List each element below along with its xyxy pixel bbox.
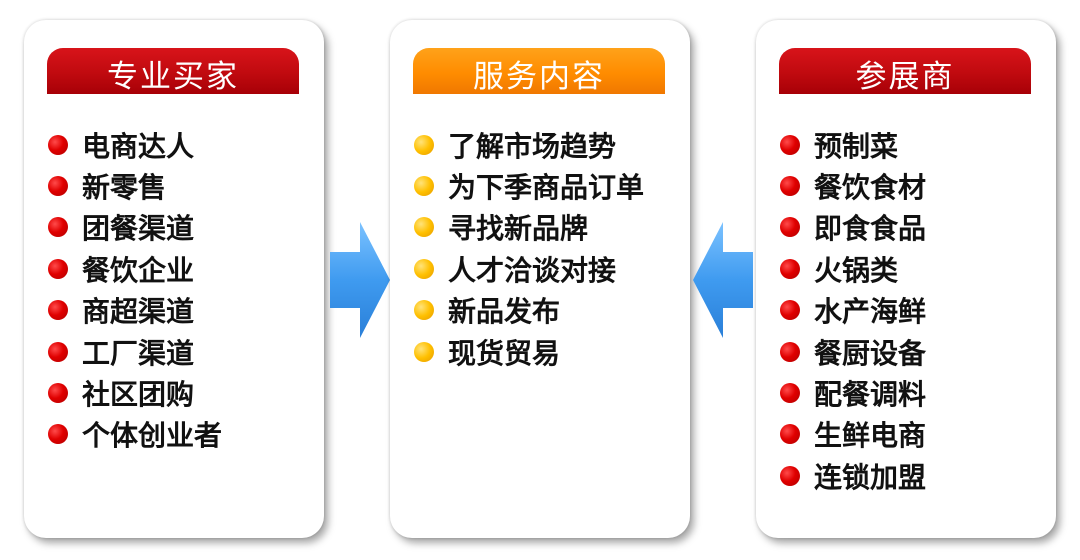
bullet-red-icon: [780, 134, 800, 155]
bullet-red-icon: [780, 383, 800, 404]
buyers-card: 专业买家 电商达人 新零售 团餐渠道 餐饮企业 商超渠道 工厂渠道 社区团购 个…: [24, 20, 324, 538]
bullet-red-icon: [48, 176, 68, 197]
list-item: 水产海鲜: [780, 290, 926, 331]
list-item-label: 餐厨设备: [814, 336, 927, 370]
bullet-red-icon: [48, 341, 68, 362]
list-item-label: 寻找新品牌: [448, 212, 589, 246]
exhibitors-card: 参展商 预制菜 餐饮食材 即食食品 火锅类 水产海鲜 餐厨设备 配餐调料 生鲜电…: [756, 20, 1056, 538]
list-item-label: 工厂渠道: [82, 336, 195, 370]
list-item-label: 新品发布: [448, 295, 561, 329]
list-item: 社区团购: [48, 372, 222, 413]
buyers-list: 电商达人 新零售 团餐渠道 餐饮企业 商超渠道 工厂渠道 社区团购 个体创业者: [48, 124, 222, 455]
list-item-label: 餐饮企业: [82, 253, 195, 287]
bullet-red-icon: [48, 258, 68, 279]
list-item-label: 了解市场趋势: [448, 129, 617, 163]
list-item: 现货贸易: [414, 331, 644, 372]
bullet-red-icon: [780, 465, 800, 486]
bullet-gold-icon: [414, 341, 434, 362]
list-item: 人才洽谈对接: [414, 248, 644, 289]
services-list: 了解市场趋势 为下季商品订单 寻找新品牌 人才洽谈对接 新品发布 现货贸易: [414, 124, 644, 372]
list-item: 连锁加盟: [780, 455, 926, 496]
exhibitors-title: 参展商: [779, 48, 1031, 95]
list-item: 火锅类: [780, 248, 926, 289]
bullet-gold-icon: [414, 134, 434, 155]
list-item: 餐厨设备: [780, 331, 926, 372]
services-card: 服务内容 了解市场趋势 为下季商品订单 寻找新品牌 人才洽谈对接 新品发布 现货…: [390, 20, 690, 538]
list-item: 团餐渠道: [48, 207, 222, 248]
bullet-gold-icon: [414, 300, 434, 321]
bullet-red-icon: [780, 300, 800, 321]
buyers-title: 专业买家: [47, 48, 299, 95]
list-item: 了解市场趋势: [414, 124, 644, 165]
list-item-label: 餐饮食材: [814, 171, 927, 205]
list-item-label: 现货贸易: [448, 336, 561, 370]
bullet-red-icon: [48, 300, 68, 321]
list-item: 商超渠道: [48, 290, 222, 331]
bullet-red-icon: [780, 341, 800, 362]
list-item-label: 即食食品: [814, 212, 927, 246]
list-item: 电商达人: [48, 124, 222, 165]
list-item-label: 团餐渠道: [82, 212, 195, 246]
bullet-red-icon: [48, 383, 68, 404]
bullet-red-icon: [780, 176, 800, 197]
list-item: 新品发布: [414, 290, 644, 331]
list-item: 寻找新品牌: [414, 207, 644, 248]
list-item: 配餐调料: [780, 372, 926, 413]
list-item: 为下季商品订单: [414, 165, 644, 206]
bullet-gold-icon: [414, 176, 434, 197]
arrow-left-icon: [693, 222, 753, 338]
bullet-gold-icon: [414, 258, 434, 279]
list-item-label: 为下季商品订单: [448, 171, 645, 205]
list-item: 即食食品: [780, 207, 926, 248]
list-item-label: 人才洽谈对接: [448, 253, 617, 287]
list-item-label: 社区团购: [82, 378, 195, 412]
bullet-gold-icon: [414, 217, 434, 238]
bullet-red-icon: [48, 424, 68, 445]
list-item-label: 配餐调料: [814, 378, 927, 412]
bullet-red-icon: [780, 424, 800, 445]
list-item: 餐饮食材: [780, 165, 926, 206]
list-item: 餐饮企业: [48, 248, 222, 289]
list-item-label: 预制菜: [814, 129, 899, 163]
list-item: 工厂渠道: [48, 331, 222, 372]
bullet-red-icon: [48, 217, 68, 238]
arrow-right-icon: [330, 222, 390, 338]
list-item-label: 电商达人: [82, 129, 195, 163]
list-item-label: 新零售: [82, 171, 167, 205]
list-item: 个体创业者: [48, 414, 222, 455]
list-item-label: 商超渠道: [82, 295, 195, 329]
list-item-label: 生鲜电商: [814, 419, 927, 453]
list-item: 预制菜: [780, 124, 926, 165]
bullet-red-icon: [780, 217, 800, 238]
list-item-label: 水产海鲜: [814, 295, 927, 329]
bullet-red-icon: [780, 258, 800, 279]
list-item-label: 火锅类: [814, 253, 899, 287]
services-title: 服务内容: [413, 48, 665, 95]
list-item: 生鲜电商: [780, 414, 926, 455]
exhibitors-list: 预制菜 餐饮食材 即食食品 火锅类 水产海鲜 餐厨设备 配餐调料 生鲜电商 连锁…: [780, 124, 926, 497]
list-item-label: 连锁加盟: [814, 460, 927, 494]
list-item-label: 个体创业者: [82, 419, 223, 453]
list-item: 新零售: [48, 165, 222, 206]
bullet-red-icon: [48, 134, 68, 155]
